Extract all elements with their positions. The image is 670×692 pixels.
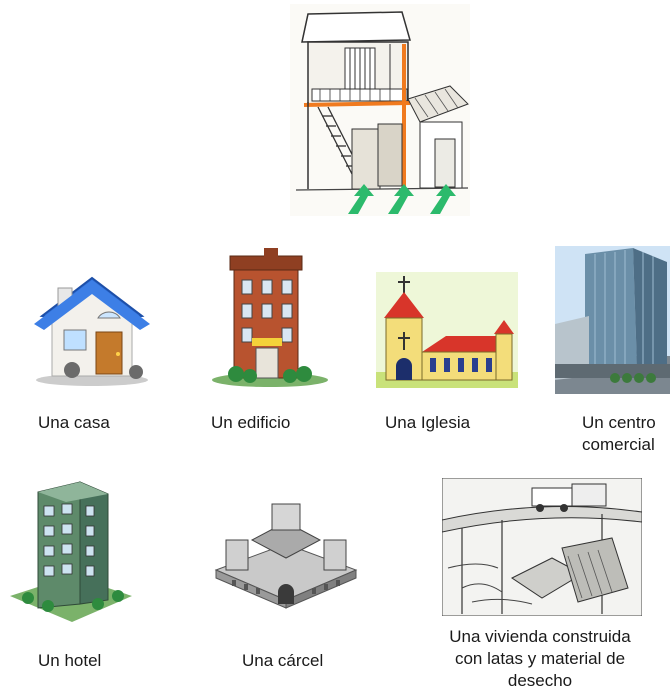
caption-hotel: Un hotel <box>38 651 102 670</box>
mall-icon <box>555 246 670 394</box>
hotel-icon <box>10 481 132 622</box>
caption-vivienda-line2: con latas y material de <box>454 649 626 668</box>
caption-carcel: Una cárcel <box>242 651 324 670</box>
caption-iglesia: Una Iglesia <box>385 413 471 432</box>
prison-icon <box>214 503 358 609</box>
caption-vivienda-line3: desecho <box>507 671 573 690</box>
building-icon <box>212 248 328 387</box>
stilt-house-sketch <box>290 4 470 216</box>
house-icon <box>34 276 150 386</box>
caption-centro-line1: Un centro <box>582 413 656 432</box>
shanty-icon <box>442 478 642 616</box>
caption-vivienda-line1: Una vivienda construida <box>449 627 631 646</box>
church-icon <box>376 272 518 388</box>
caption-centro-line2: comercial <box>582 435 655 454</box>
caption-casa: Una casa <box>38 413 110 432</box>
caption-edificio: Un edificio <box>211 413 291 432</box>
